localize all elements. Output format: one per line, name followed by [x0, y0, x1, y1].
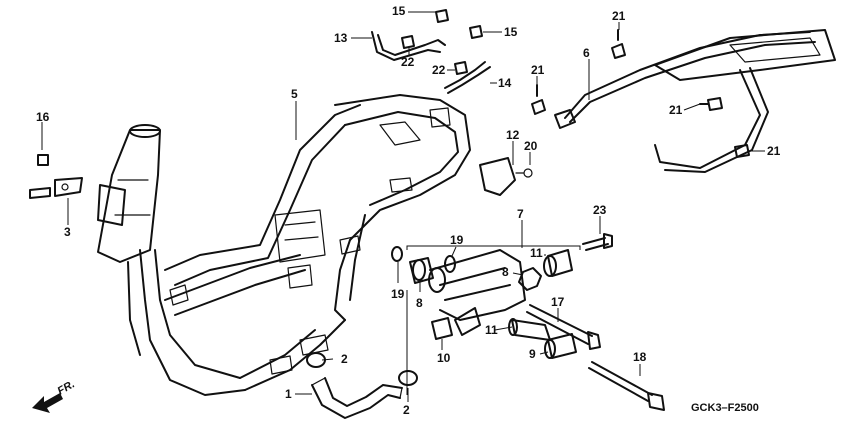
front-direction-arrow: FR. — [32, 378, 77, 413]
callout-16: 16 — [36, 110, 50, 124]
callout-17: 17 — [551, 295, 565, 309]
callout-21-d: 21 — [767, 144, 781, 158]
fr-label: FR. — [56, 378, 77, 397]
bolt-21-b — [531, 84, 546, 115]
bolt-22-b — [454, 61, 468, 75]
callout-21-c: 21 — [669, 103, 683, 117]
callout-13: 13 — [334, 31, 348, 45]
callout-3: 5 — [291, 87, 298, 101]
callout-9: 10 — [437, 351, 451, 365]
bolt-23 — [582, 233, 613, 251]
bolt-21-d — [734, 144, 750, 158]
main-frame — [97, 94, 471, 396]
tube-13 — [371, 31, 446, 61]
rear-carrier — [654, 29, 836, 173]
callout-22-b: 22 — [432, 63, 446, 77]
bracket-12 — [479, 157, 533, 196]
bolt-17 — [526, 304, 601, 350]
callout-1: 1 — [285, 387, 292, 401]
nut-7 — [518, 267, 542, 291]
callout-12: 12 — [506, 128, 520, 142]
callout-2-b: 2 — [403, 403, 410, 417]
bolt-18 — [588, 361, 665, 411]
callout-21-b: 21 — [531, 63, 545, 77]
washer-19 — [391, 246, 456, 273]
bushing-8 — [409, 257, 577, 359]
leader-lines — [41, 11, 765, 402]
callout-15-a: 15 — [392, 4, 406, 18]
pipe-14 — [444, 61, 491, 94]
callout-2-a: 2 — [341, 352, 348, 366]
callout-labels: 5 16 3 13 15 15 22 22 14 21 6 21 21 21 1… — [36, 4, 781, 417]
callout-19-b: 19 — [391, 287, 405, 301]
bolt-15-b — [469, 25, 483, 39]
callout-7: 8 — [502, 265, 509, 279]
callout-8-a: 8 — [416, 296, 423, 310]
callout-15-b: 15 — [504, 25, 518, 39]
callout-11: 11 — [530, 246, 543, 260]
callout-6: 7 — [517, 207, 524, 221]
bolt-15-a — [435, 9, 449, 23]
callout-8-b: 9 — [529, 347, 536, 361]
callout-23: 23 — [593, 203, 607, 217]
bushing-11 — [543, 249, 573, 277]
callout-5: 6 — [583, 46, 590, 60]
callout-22-a: 22 — [401, 55, 415, 69]
hose-part — [311, 377, 403, 419]
callout-14: 14 — [498, 76, 512, 90]
collar-10 — [508, 318, 551, 341]
callout-18: 18 — [633, 350, 647, 364]
callout-21-a: 21 — [612, 9, 626, 23]
callout-19-a: 19 — [450, 233, 464, 247]
bolt-22-a — [401, 35, 415, 49]
callout-20: 20 — [524, 139, 538, 153]
bolt-21-c — [699, 97, 723, 111]
diagram-code: GCK3–F2500 — [691, 402, 759, 414]
callout-10: 11 — [485, 323, 498, 337]
bracket-parts — [29, 154, 83, 199]
clamp-parts — [306, 352, 418, 386]
damper-9 — [431, 317, 453, 340]
bolt-21-a — [611, 29, 626, 59]
callout-4: 3 — [64, 225, 71, 239]
